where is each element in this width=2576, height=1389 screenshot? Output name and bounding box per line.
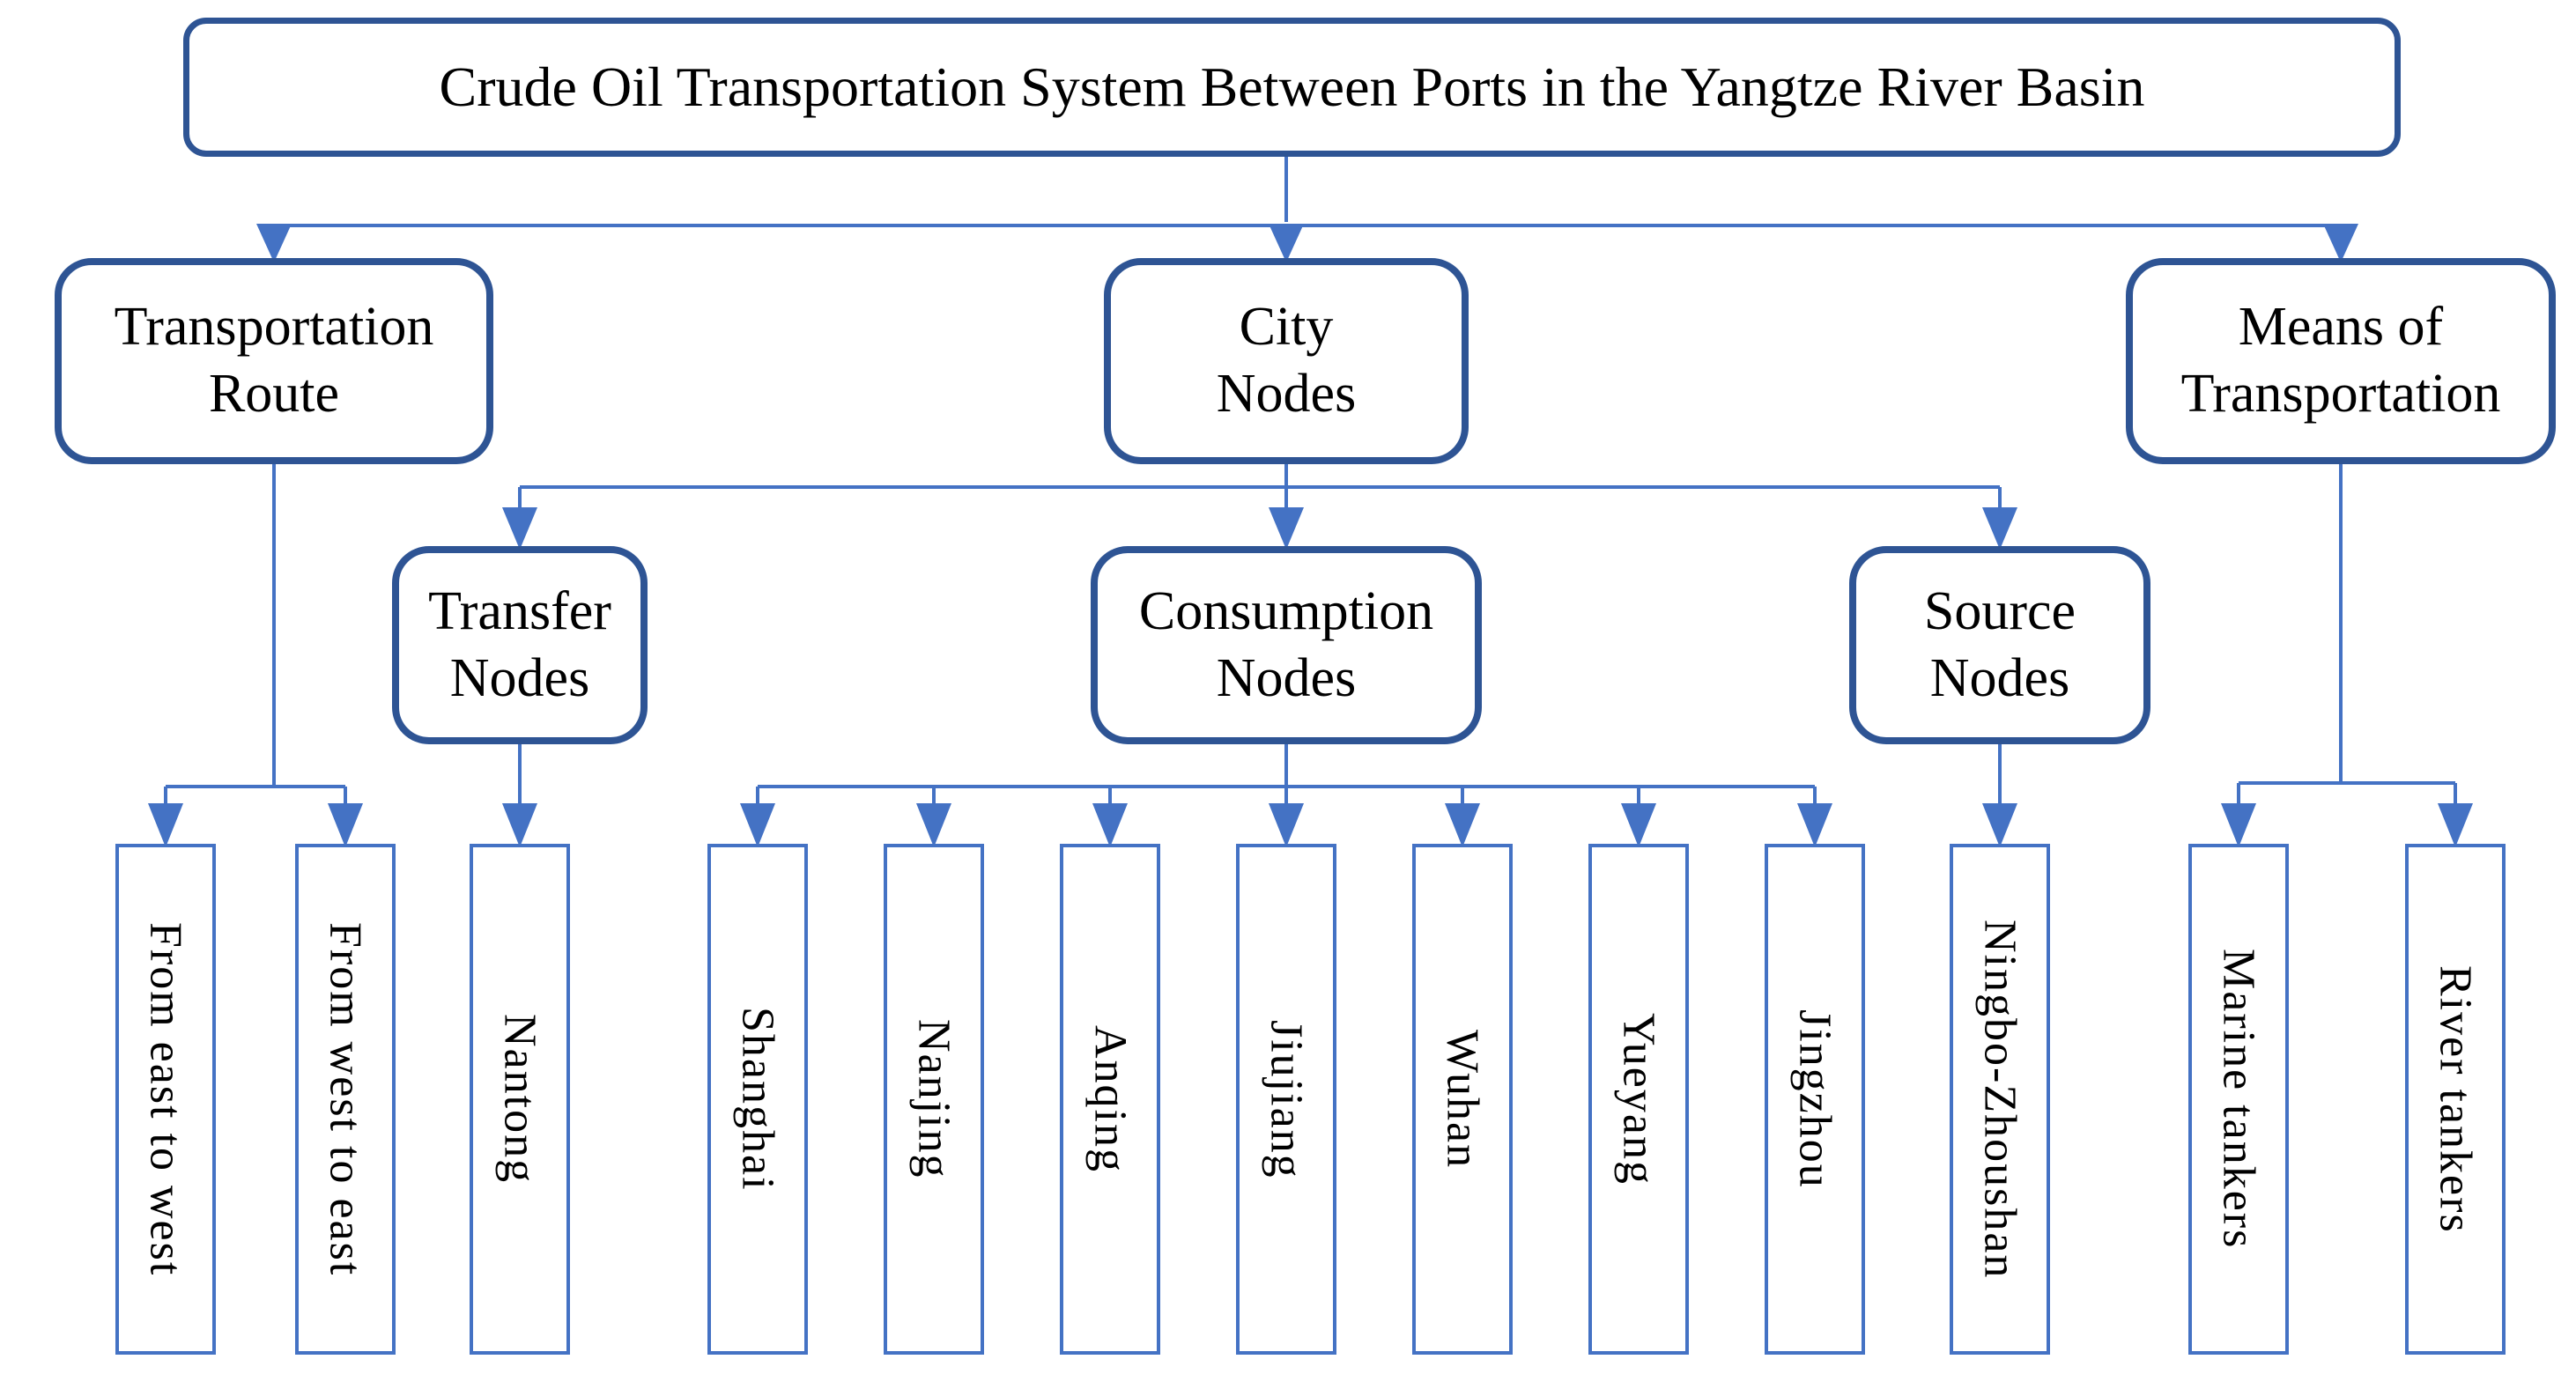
source-nodes-label-line2: Nodes — [1929, 647, 2070, 708]
arrowhead-icon — [2221, 803, 2256, 847]
arrowhead-icon — [1269, 224, 1304, 262]
leaf-nantong: Nantong — [470, 844, 570, 1355]
transfer-nodes-label-line2: Nodes — [449, 647, 590, 708]
transfer-nodes-label-line1: Transfer — [428, 580, 611, 641]
leaf-label: Shanghai — [732, 1007, 783, 1192]
leaf-ningbo-zhoushan: Ningbo-Zhoushan — [1950, 844, 2050, 1355]
node-root-title: Crude Oil Transportation System Between … — [183, 18, 2401, 157]
root-title-label: Crude Oil Transportation System Between … — [439, 55, 2145, 118]
leaf-label: Anqing — [1084, 1025, 1136, 1173]
arrowhead-icon — [1445, 803, 1480, 847]
arrowhead-icon — [916, 803, 951, 847]
arrowhead-icon — [1982, 507, 2017, 550]
leaf-label: Nantong — [494, 1014, 545, 1185]
leaf-jingzhou: Jingzhou — [1765, 844, 1865, 1355]
leaf-label: River tankers — [2430, 964, 2481, 1234]
leaf-label: Nanjing — [908, 1019, 959, 1179]
arrowhead-icon — [1982, 803, 2017, 847]
source-nodes-label-line1: Source — [1923, 580, 2076, 641]
node-source-nodes: Source Nodes — [1849, 546, 2150, 744]
arrowhead-icon — [2438, 803, 2473, 847]
arrowhead-icon — [502, 507, 537, 550]
arrowhead-icon — [328, 803, 363, 847]
arrowhead-icon — [1797, 803, 1832, 847]
arrowhead-icon — [1621, 803, 1656, 847]
node-city-nodes: City Nodes — [1104, 258, 1469, 464]
arrowhead-icon — [502, 803, 537, 847]
leaf-from-east-to-west: From east to west — [115, 844, 216, 1355]
city-nodes-label-line1: City — [1239, 297, 1334, 358]
leaf-label: Jingzhou — [1789, 1009, 1840, 1189]
connector-line-group — [164, 157, 2457, 805]
leaf-anqing: Anqing — [1060, 844, 1160, 1355]
means-of-transportation-label-line2: Transportation — [2180, 364, 2501, 424]
arrowhead-icon — [740, 803, 775, 847]
city-nodes-label-line2: Nodes — [1216, 364, 1357, 424]
leaf-marine-tankers: Marine tankers — [2188, 844, 2289, 1355]
arrowhead-icon — [1269, 803, 1304, 847]
arrowhead-icon — [2323, 224, 2358, 262]
arrowhead-icon — [148, 803, 183, 847]
means-of-transportation-label-line1: Means of — [2238, 297, 2444, 358]
arrowhead-group — [148, 224, 2473, 847]
leaf-label: Wuhan — [1437, 1029, 1488, 1170]
arrowhead-icon — [1269, 507, 1304, 550]
leaf-label: Jiujiang — [1261, 1019, 1312, 1179]
node-transfer-nodes: Transfer Nodes — [392, 546, 648, 744]
leaf-from-west-to-east: From west to east — [295, 844, 396, 1355]
leaf-label: Marine tankers — [2213, 949, 2264, 1250]
arrowhead-icon — [256, 224, 292, 262]
leaf-label: From east to west — [140, 921, 191, 1277]
transportation-route-label-line2: Route — [208, 364, 340, 424]
leaf-label: From west to east — [320, 921, 371, 1277]
node-consumption-nodes: Consumption Nodes — [1091, 546, 1482, 744]
leaf-label: Yueyang — [1613, 1013, 1664, 1186]
leaf-jiujiang: Jiujiang — [1236, 844, 1336, 1355]
leaf-nanjing: Nanjing — [884, 844, 984, 1355]
leaf-yueyang: Yueyang — [1588, 844, 1689, 1355]
node-transportation-route: Transportation Route — [55, 258, 493, 464]
consumption-nodes-label-line2: Nodes — [1216, 647, 1357, 708]
consumption-nodes-label-line1: Consumption — [1138, 580, 1434, 641]
leaf-wuhan: Wuhan — [1412, 844, 1513, 1355]
node-means-of-transportation: Means of Transportation — [2126, 258, 2556, 464]
leaf-river-tankers: River tankers — [2405, 844, 2506, 1355]
arrowhead-icon — [1092, 803, 1128, 847]
leaf-label: Ningbo-Zhoushan — [1974, 919, 2025, 1280]
leaf-shanghai: Shanghai — [707, 844, 808, 1355]
transportation-route-label-line1: Transportation — [114, 297, 434, 358]
